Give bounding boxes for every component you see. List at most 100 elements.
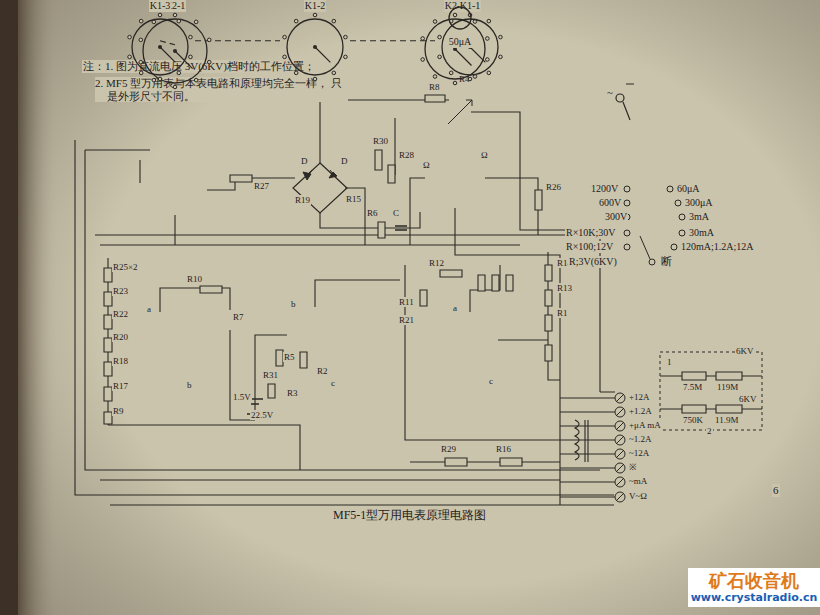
circuit-label: R6	[366, 208, 379, 218]
meter-circle	[449, 7, 471, 29]
circuit-label: R16	[495, 444, 512, 454]
circuit-label: R7	[232, 312, 245, 322]
circuit-label: 1.5V	[232, 392, 252, 402]
switch-wiper	[160, 47, 175, 62]
circuit-label: 600V	[598, 197, 622, 209]
circuit-label: ~1.2A	[628, 434, 653, 444]
switch-hub	[158, 45, 162, 49]
switch-contact	[453, 13, 457, 17]
circuit-label: 120mA;1.2A;12A	[680, 241, 755, 253]
switch-contact	[139, 71, 143, 75]
circuit-label: R21	[398, 315, 415, 325]
circuit-label: R29	[440, 444, 457, 454]
switch-contact	[468, 77, 472, 81]
meter-adjust-arrow	[448, 100, 472, 124]
circuit-label: 2. MF5 型万用表与本表电路和原理均完全一样， 只是外形尺寸不同。	[95, 77, 348, 102]
rotary-switch: K1-2	[280, 0, 350, 82]
switch-contact	[438, 55, 442, 59]
rotary-switch: K2-1	[136, 0, 214, 90]
circuit-label: c	[488, 376, 494, 386]
circuit-label: 1200V	[590, 183, 619, 195]
switch-contact	[332, 19, 336, 23]
capacitor-symbol	[395, 226, 407, 230]
circuit-label: R×10K;30V	[565, 227, 617, 239]
circuit-label: R23	[112, 286, 129, 296]
switch-contact	[139, 38, 143, 42]
switch-contact	[433, 74, 437, 78]
switch-wafer	[280, 12, 350, 82]
circuit-label: R19	[294, 195, 311, 205]
switch-contact	[453, 81, 457, 85]
switch-contact	[421, 36, 425, 40]
circuit-label: +12A	[628, 392, 651, 402]
circuit-label: R22	[112, 309, 129, 319]
circuit-label: Ω	[480, 150, 489, 160]
switch-contact	[177, 71, 181, 75]
circuit-label: 11.9M	[714, 415, 739, 425]
circuit-label: ※	[628, 462, 638, 472]
circuit-label: R11	[398, 297, 415, 307]
switch-contact	[128, 55, 132, 59]
switch-wiper	[470, 47, 485, 62]
figure-caption: MF5-1型万用电表原理电路图	[332, 509, 487, 523]
circuit-label: 断	[660, 255, 673, 268]
switch-contact	[194, 78, 198, 82]
circuit-label: 2	[706, 426, 713, 436]
switch-circle	[287, 19, 343, 75]
circuit-label: 6KV	[735, 346, 755, 356]
circuit-label: ~	[606, 86, 614, 99]
switch-wiper	[315, 47, 330, 62]
switch-circle	[442, 19, 498, 75]
switch-contact	[332, 71, 336, 75]
circuit-label: 750K	[682, 415, 704, 425]
switch-contact	[313, 77, 317, 81]
switch-contact	[194, 20, 198, 24]
circuit-label: c	[330, 378, 336, 388]
switch-contact	[207, 38, 211, 42]
circuit-label: R1	[556, 308, 569, 318]
switch-contact	[438, 35, 442, 39]
circuit-label: R;3V(6KV)	[568, 256, 618, 268]
circuit-label: R20	[112, 332, 129, 342]
switch-contact	[294, 71, 298, 75]
meter-node: 50μA	[442, 0, 478, 48]
circuit-label: R28	[398, 150, 415, 160]
switch-contact	[344, 35, 348, 39]
circuit-label: 30mA	[688, 227, 715, 239]
circuit-label: R2	[316, 366, 329, 376]
switch-contact	[173, 85, 177, 89]
watermark-text: www.crystalradio.cn	[690, 592, 818, 605]
circuit-label: +μA mA	[628, 420, 662, 430]
range-dial-positions	[624, 186, 685, 265]
function-selector-symbol	[616, 84, 634, 120]
circuit-label: 300V	[604, 211, 628, 223]
circuit-label: R18	[112, 356, 129, 366]
diode-symbol	[303, 170, 337, 180]
circuit-label: R13	[556, 283, 573, 293]
switch-contact	[449, 71, 453, 75]
switch-contact	[189, 35, 193, 39]
circuit-label: 119M	[716, 382, 739, 392]
watermark-text: 矿石收音机	[690, 571, 818, 592]
circuit-label: R25×2	[112, 262, 139, 272]
switch-name: K1-1	[459, 0, 482, 12]
paper-page	[18, 0, 820, 615]
circuit-label: +1.2A	[628, 406, 653, 416]
switch-contact	[283, 55, 287, 59]
switch-wafer	[125, 12, 195, 82]
circuit-label: R8	[428, 82, 441, 92]
circuit-label: R×100;12V	[565, 241, 614, 253]
page-vignette	[18, 0, 820, 615]
switch-contact	[486, 57, 490, 61]
circuit-label: R9	[112, 406, 125, 416]
switch-contact	[499, 55, 503, 59]
switch-circle	[132, 19, 188, 75]
circuit-label: ~12A	[628, 448, 650, 458]
circuit-label: 6KV	[738, 394, 758, 404]
switch-contact	[158, 13, 162, 17]
switch-wiper	[175, 51, 193, 69]
switch-contact	[486, 36, 490, 40]
circuit-label: V~Ω	[628, 491, 648, 501]
circuit-label: 3mA	[688, 211, 710, 223]
circuit-label: R17	[112, 381, 129, 391]
